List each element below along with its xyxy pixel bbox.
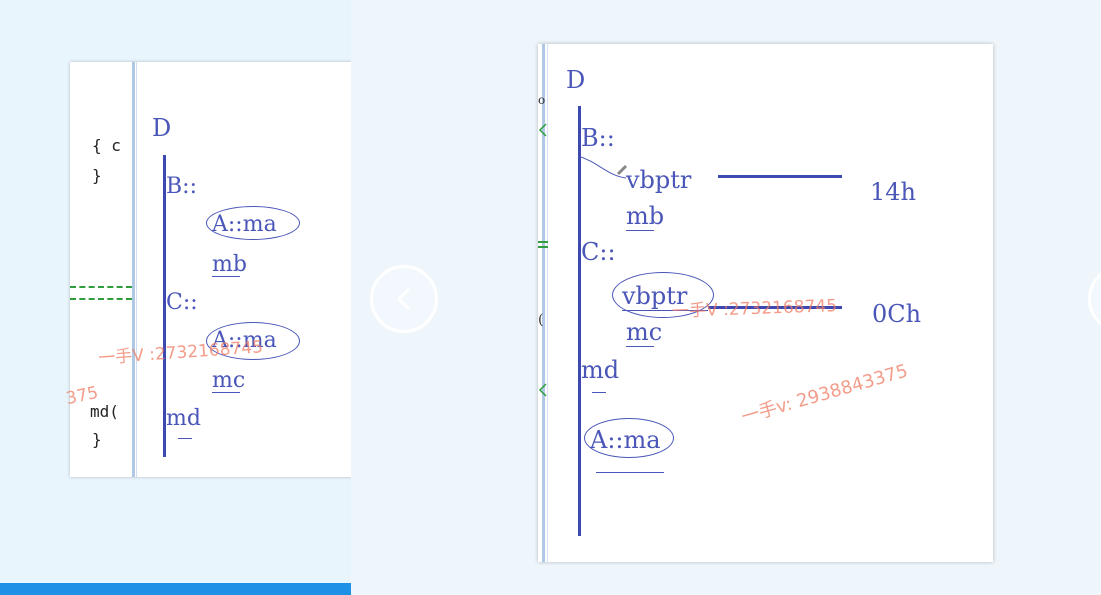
code-gutter-line xyxy=(136,62,137,477)
watermark: 一手v: 2938843375 xyxy=(739,360,911,429)
d-member: md xyxy=(581,356,620,384)
vbptr-arrow-line xyxy=(708,306,842,309)
progress-bar xyxy=(0,583,351,595)
underline xyxy=(592,392,606,393)
svg-text:o: o xyxy=(538,94,545,107)
b-member: mb xyxy=(212,252,247,277)
code-gutter xyxy=(132,62,135,477)
previous-slide-canvas: { c } md( } D B:: A::ma mb C:: A::ma mc … xyxy=(64,62,351,477)
code-line: } xyxy=(92,166,102,185)
underline xyxy=(622,310,708,311)
previous-slide-button[interactable] xyxy=(370,265,438,333)
b-base-label: B:: xyxy=(581,124,615,152)
underline xyxy=(626,230,654,231)
gutter-marks: o ( xyxy=(538,94,548,397)
chevron-left-icon xyxy=(397,288,410,310)
c-base-label: C:: xyxy=(166,290,198,315)
c-member: mc xyxy=(626,318,663,346)
circle-annotation xyxy=(612,272,714,318)
underline xyxy=(212,392,240,393)
circle-annotation xyxy=(206,206,300,240)
diagram-title: D xyxy=(152,114,172,142)
b-member: mb xyxy=(626,202,665,230)
c-vbptr: vbptr xyxy=(622,282,688,310)
circle-annotation xyxy=(206,322,300,360)
layout-bar xyxy=(163,155,166,457)
b-vbptr-offset: 14h xyxy=(870,178,916,206)
code-gutter xyxy=(542,44,545,562)
watermark: 一手V :2732168745 xyxy=(97,337,264,369)
underline xyxy=(596,472,664,473)
b-base-label: B:: xyxy=(166,174,197,199)
pen-stroke xyxy=(578,155,628,179)
underline xyxy=(212,276,240,277)
b-vbptr: vbptr xyxy=(626,166,692,194)
circle-annotation xyxy=(584,418,674,458)
diagram-title: D xyxy=(566,66,586,94)
code-line: { c xyxy=(92,136,121,155)
c-vbptr-offset: 0Ch xyxy=(872,300,922,328)
previous-slide: { c } md( } D B:: A::ma mb C:: A::ma mc … xyxy=(0,0,351,595)
next-slide-button[interactable] xyxy=(1088,265,1101,333)
vbptr-arrow-line xyxy=(718,175,842,178)
c-base-label: C:: xyxy=(581,238,616,266)
code-line: } xyxy=(92,430,102,449)
watermark: 一手V :2732168745 xyxy=(671,296,838,322)
virtual-base-member: A::ma xyxy=(590,426,661,454)
c-member: mc xyxy=(212,368,246,393)
d-member: md xyxy=(166,406,201,431)
underline xyxy=(626,346,654,347)
layout-bar xyxy=(578,106,581,536)
code-gutter-line xyxy=(547,44,548,562)
code-line: md( xyxy=(90,402,119,421)
underline xyxy=(178,438,192,439)
svg-text:(: ( xyxy=(538,312,543,328)
green-divider xyxy=(70,286,132,300)
current-slide-canvas: o ( D B:: vbptr 14h mb C:: vbptr 0Ch mc … xyxy=(538,44,993,562)
